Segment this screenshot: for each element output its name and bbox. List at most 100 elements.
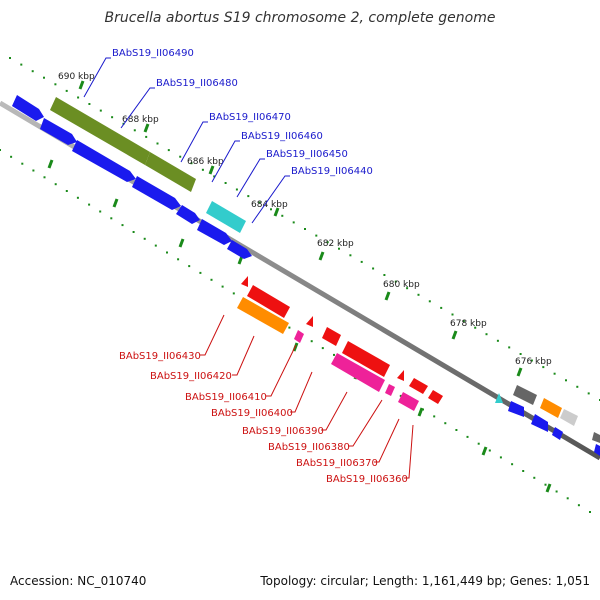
gene-label[interactable]: BAbS19_II06440	[291, 166, 373, 177]
gene-box[interactable]	[145, 152, 196, 192]
gene-box[interactable]	[560, 409, 578, 426]
ruler-dot	[577, 504, 580, 507]
ruler-dot	[440, 306, 443, 309]
tick-label: 678 kbp	[450, 319, 487, 329]
leader-line	[236, 158, 265, 198]
ruler-dot	[565, 379, 567, 382]
ruler-dot	[145, 135, 148, 138]
ruler-dot	[21, 162, 24, 165]
gene-box[interactable]	[206, 201, 246, 233]
leader-line	[232, 335, 255, 376]
tick-mark	[143, 123, 150, 133]
ruler-dot	[292, 221, 295, 224]
ruler-dot	[530, 359, 533, 362]
gene-arrow[interactable]	[428, 390, 443, 404]
leader-line	[200, 314, 225, 356]
ruler-dot	[99, 210, 102, 213]
gene-arrow[interactable]	[322, 327, 341, 346]
ruler-dot	[43, 76, 45, 79]
summary-text: Topology: circular; Length: 1,161,449 bp…	[260, 574, 590, 588]
gene-box[interactable]	[50, 97, 150, 165]
ruler-dot	[201, 168, 204, 171]
gene-box[interactable]	[540, 398, 562, 418]
gene-arrow[interactable]	[508, 401, 524, 417]
ruler-dot	[433, 415, 436, 418]
gene-arrow[interactable]	[306, 316, 313, 327]
gene-box[interactable]	[385, 384, 395, 396]
ruler-dot	[511, 463, 514, 466]
gene-arrow[interactable]	[132, 176, 181, 210]
gene-arrow[interactable]	[227, 240, 252, 259]
gene-arrow[interactable]	[397, 370, 404, 381]
gene-box[interactable]	[592, 432, 600, 443]
ruler-top	[9, 57, 600, 401]
ruler-dot	[54, 83, 57, 86]
gene-label[interactable]: BAbS19_II06400	[211, 408, 293, 419]
gene-arrow[interactable]	[409, 378, 428, 394]
gene-box[interactable]	[247, 285, 290, 318]
ruler-dot	[76, 196, 79, 199]
ruler-dot	[0, 149, 1, 151]
ruler-dot	[372, 267, 375, 270]
gene-arrow[interactable]	[241, 276, 248, 287]
ruler-dot	[360, 260, 363, 263]
tick-mark	[451, 330, 458, 340]
ruler-dot	[133, 129, 136, 132]
ruler-dot	[110, 217, 113, 220]
tick-mark	[545, 483, 552, 493]
gene-label[interactable]: BAbS19_II06450	[266, 149, 348, 160]
ruler-dot	[10, 155, 13, 158]
leader-line	[321, 391, 348, 431]
gene-arrow[interactable]	[40, 118, 77, 145]
ruler-dot	[99, 109, 102, 112]
gene-arrow[interactable]	[594, 444, 600, 456]
ruler-dot	[394, 280, 397, 283]
ruler-dot	[553, 372, 556, 375]
gene-arrow[interactable]	[12, 95, 44, 121]
ruler-dot	[444, 422, 447, 425]
ruler-dot	[31, 70, 34, 73]
ruler-dot	[65, 190, 68, 192]
ruler-dot	[566, 497, 569, 500]
gene-arrow[interactable]	[531, 414, 548, 432]
gene-box[interactable]	[513, 385, 537, 405]
ruler-dot	[499, 456, 502, 459]
gene-label[interactable]: BAbS19_II06430	[119, 351, 201, 362]
gene-box[interactable]	[294, 330, 304, 343]
gene-label[interactable]: BAbS19_II06360	[326, 474, 408, 485]
tick-mark	[178, 238, 185, 248]
gene-label[interactable]: BAbS19_II06390	[242, 426, 324, 437]
gene-label[interactable]: BAbS19_II06410	[185, 392, 267, 403]
gene-label[interactable]: BAbS19_II06470	[209, 112, 291, 123]
gene-arrow[interactable]	[495, 393, 503, 403]
ruler-dot	[508, 346, 511, 349]
tick-mark	[318, 251, 325, 261]
tick-label: 688 kbp	[122, 115, 159, 125]
gene-arrow[interactable]	[552, 427, 563, 440]
gene-label[interactable]: BAbS19_II06480	[156, 78, 238, 89]
tick-mark	[516, 367, 523, 377]
ruler-dot	[399, 394, 402, 397]
gene-arrow[interactable]	[72, 140, 136, 182]
gene-box[interactable]	[237, 297, 289, 334]
gene-box[interactable]	[331, 353, 385, 392]
ruler-dot	[326, 241, 329, 244]
gene-label[interactable]: BAbS19_II06490	[112, 48, 194, 59]
gene-label[interactable]: BAbS19_II06370	[296, 458, 378, 469]
ruler-dot	[32, 169, 35, 172]
ruler-dot	[576, 385, 579, 388]
ruler-dot	[177, 258, 180, 261]
ruler-dot	[304, 228, 306, 230]
ruler-dot	[43, 176, 46, 179]
gene-label[interactable]: BAbS19_II06460	[241, 131, 323, 142]
gene-box[interactable]	[398, 392, 419, 411]
ruler-dot	[121, 224, 124, 227]
ruler-dot	[485, 333, 488, 336]
ruler-dot	[221, 285, 224, 288]
forward-genes	[12, 95, 600, 456]
gene-box[interactable]	[342, 341, 390, 377]
gene-label[interactable]: BAbS19_II06380	[268, 442, 350, 453]
gene-label[interactable]: BAbS19_II06420	[150, 371, 232, 382]
gene-arrow[interactable]	[197, 219, 232, 245]
gene-arrow[interactable]	[176, 205, 200, 224]
